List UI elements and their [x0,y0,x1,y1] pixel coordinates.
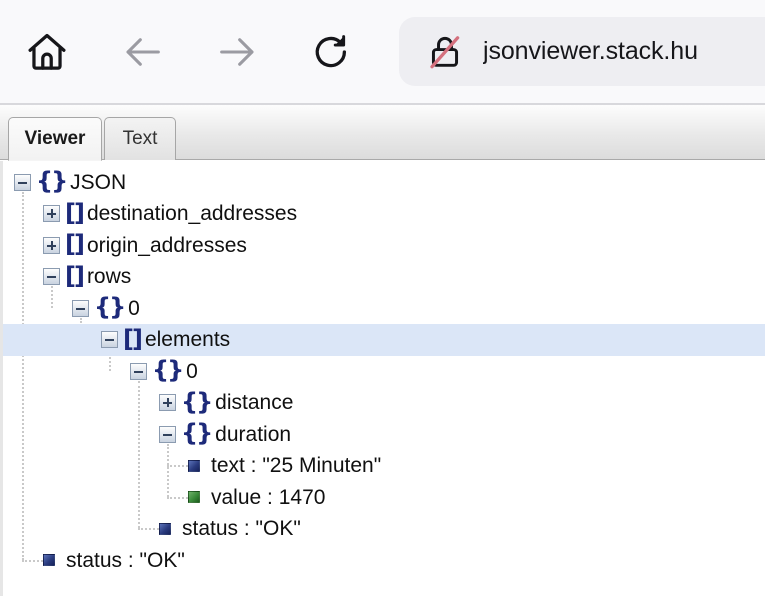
tab-text-label: Text [122,128,158,149]
tree-node-label: value : 1470 [211,485,326,509]
object-brace-icon: {} [152,356,184,384]
tree-guide-line [22,559,43,562]
tree-node-label: status : "OK" [182,517,301,540]
insecure-lock-icon[interactable] [421,28,469,76]
object-brace-icon: {} [181,387,213,416]
json-viewer-panel[interactable]: {}JSON[]destination_addresses[]origin_ad… [0,161,765,596]
reload-icon [309,30,353,74]
tree-row[interactable]: {}0 [3,355,765,387]
collapse-node-icon[interactable] [101,331,118,348]
array-bracket-icon: [] [65,198,85,227]
tree-row[interactable]: []elements [3,323,765,356]
collapse-node-icon[interactable] [159,425,176,443]
tree-node-label: elements [144,328,231,351]
tree-node-label: JSON [70,170,127,194]
tree-guide-line [109,349,111,371]
array-bracket-icon: [] [123,324,143,353]
tree-node-label: duration [215,422,292,446]
tab-viewer-label: Viewer [24,128,86,149]
expand-node-icon[interactable] [159,394,176,411]
collapse-node-icon[interactable] [43,268,60,285]
expand-node-icon[interactable] [43,236,60,254]
tree-guide-line [167,443,169,497]
string-value-swatch-icon [188,459,200,472]
tree-row[interactable]: {}JSON [3,166,765,198]
tree-node-label: rows [86,265,132,288]
tab-text[interactable]: Text [104,117,176,160]
forward-arrow-icon [214,29,260,75]
url-text: jsonviewer.stack.hu [483,37,698,65]
tree-guide-line [138,528,159,531]
tree-row[interactable]: []origin_addresses [3,229,765,261]
browser-toolbar: jsonviewer.stack.hu [0,0,765,103]
collapse-node-icon[interactable] [14,173,31,191]
collapse-node-icon[interactable] [130,362,147,380]
back-button[interactable] [110,19,176,85]
number-value-swatch-icon [188,491,200,503]
tab-strip: Viewer Text [0,105,765,161]
tree-node-label: 0 [128,296,140,320]
tree-row[interactable]: []destination_addresses [3,198,765,230]
object-brace-icon: {} [36,167,68,195]
tree-row[interactable]: {}distance [3,387,765,419]
tree-node-label: origin_addresses [86,233,247,257]
home-button[interactable] [14,19,80,85]
back-arrow-icon [120,29,166,75]
string-value-swatch-icon [159,522,171,535]
tree-guide-line [22,191,24,560]
tree-guide-line [51,286,53,308]
tree-node-label: destination_addresses [86,202,298,225]
tree-guide-line [167,496,188,499]
url-bar[interactable]: jsonviewer.stack.hu [399,17,765,86]
tree-row[interactable]: text : "25 Minuten" [3,450,765,482]
array-bracket-icon: [] [65,230,85,258]
tree-guide-line [167,465,188,468]
tree-row[interactable]: status : "OK" [3,513,765,545]
object-brace-icon: {} [181,419,213,447]
tree-row[interactable]: status : "OK" [3,544,765,576]
tree-node-label: 0 [186,359,198,383]
tree-node-label: status : "OK" [66,548,185,572]
collapse-node-icon[interactable] [72,299,89,317]
expand-node-icon[interactable] [43,205,60,222]
json-tree: {}JSON[]destination_addresses[]origin_ad… [3,161,765,596]
object-brace-icon: {} [94,293,126,321]
tree-node-label: text : "25 Minuten" [211,454,382,477]
toolbar-divider [0,103,765,105]
string-value-swatch-icon [43,554,55,566]
tree-node-label: distance [215,391,294,414]
tree-row[interactable]: {}0 [3,292,765,324]
tree-row[interactable]: value : 1470 [3,481,765,513]
tree-row[interactable]: []rows [3,261,765,293]
tab-viewer[interactable]: Viewer [8,117,102,161]
array-bracket-icon: [] [65,261,85,290]
tree-guide-line [138,380,140,529]
forward-button[interactable] [204,19,270,85]
tree-row[interactable]: {}duration [3,418,765,450]
reload-button[interactable] [298,19,364,85]
home-icon [24,29,70,75]
